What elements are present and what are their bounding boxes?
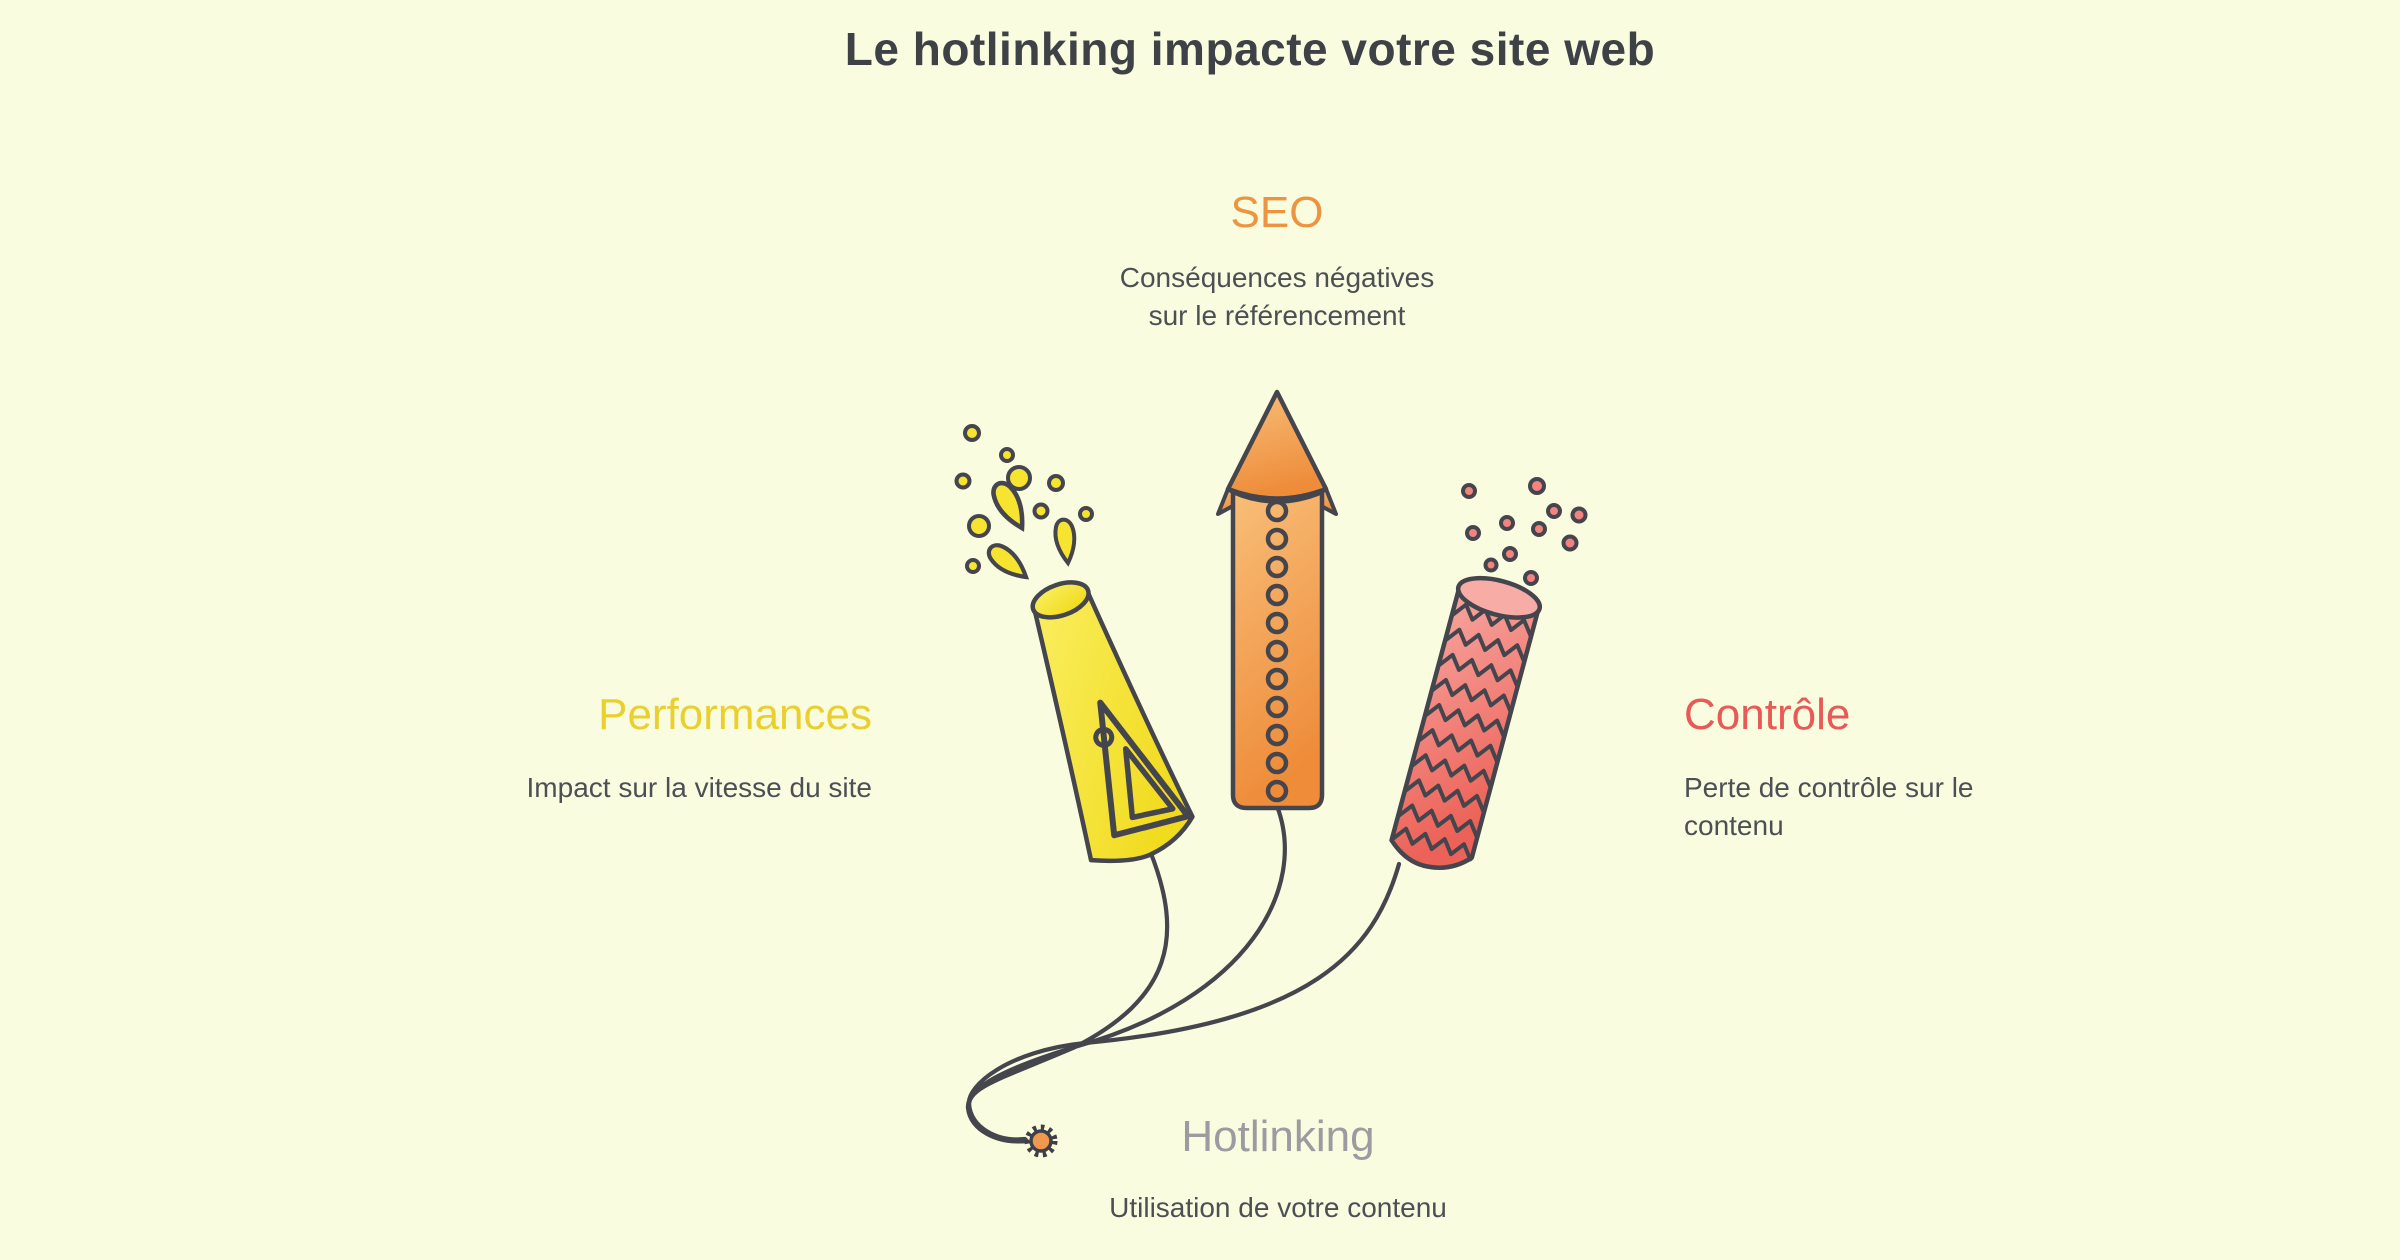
page-title: Le hotlinking impacte votre site web bbox=[844, 23, 1656, 75]
node-seo: SEO Conséquences négatives sur le référe… bbox=[1107, 188, 1447, 335]
firework-cone-icon bbox=[1030, 580, 1195, 864]
node-performances-label: Performances bbox=[598, 690, 872, 739]
node-controle-description: Perte de contrôle sur le contenu bbox=[1684, 771, 1974, 841]
firework-rocket-icon bbox=[1216, 389, 1338, 811]
node-performances: Performances Impact sur la vitesse du si… bbox=[372, 690, 872, 807]
node-seo-description: Conséquences négatives sur le référencem… bbox=[1119, 261, 1435, 331]
fuse-spark-icon bbox=[1024, 1124, 1058, 1158]
node-controle: Contrôle Perte de contrôle sur le conten… bbox=[1684, 690, 2014, 845]
node-hotlinking: Hotlinking Utilisation de votre contenu bbox=[1078, 1112, 1478, 1227]
node-controle-label: Contrôle bbox=[1684, 690, 1851, 739]
node-performances-description: Impact sur la vitesse du site bbox=[526, 771, 872, 803]
sparks-pink bbox=[1461, 477, 1588, 586]
node-seo-label: SEO bbox=[1230, 188, 1324, 237]
fuse-lines bbox=[965, 803, 1402, 1144]
sparks-yellow bbox=[954, 424, 1094, 584]
node-hotlinking-label: Hotlinking bbox=[1181, 1112, 1375, 1161]
node-hotlinking-description: Utilisation de votre contenu bbox=[1109, 1191, 1447, 1223]
fireworks-illustration bbox=[954, 389, 1588, 1158]
firework-firecracker-icon bbox=[1389, 575, 1543, 870]
